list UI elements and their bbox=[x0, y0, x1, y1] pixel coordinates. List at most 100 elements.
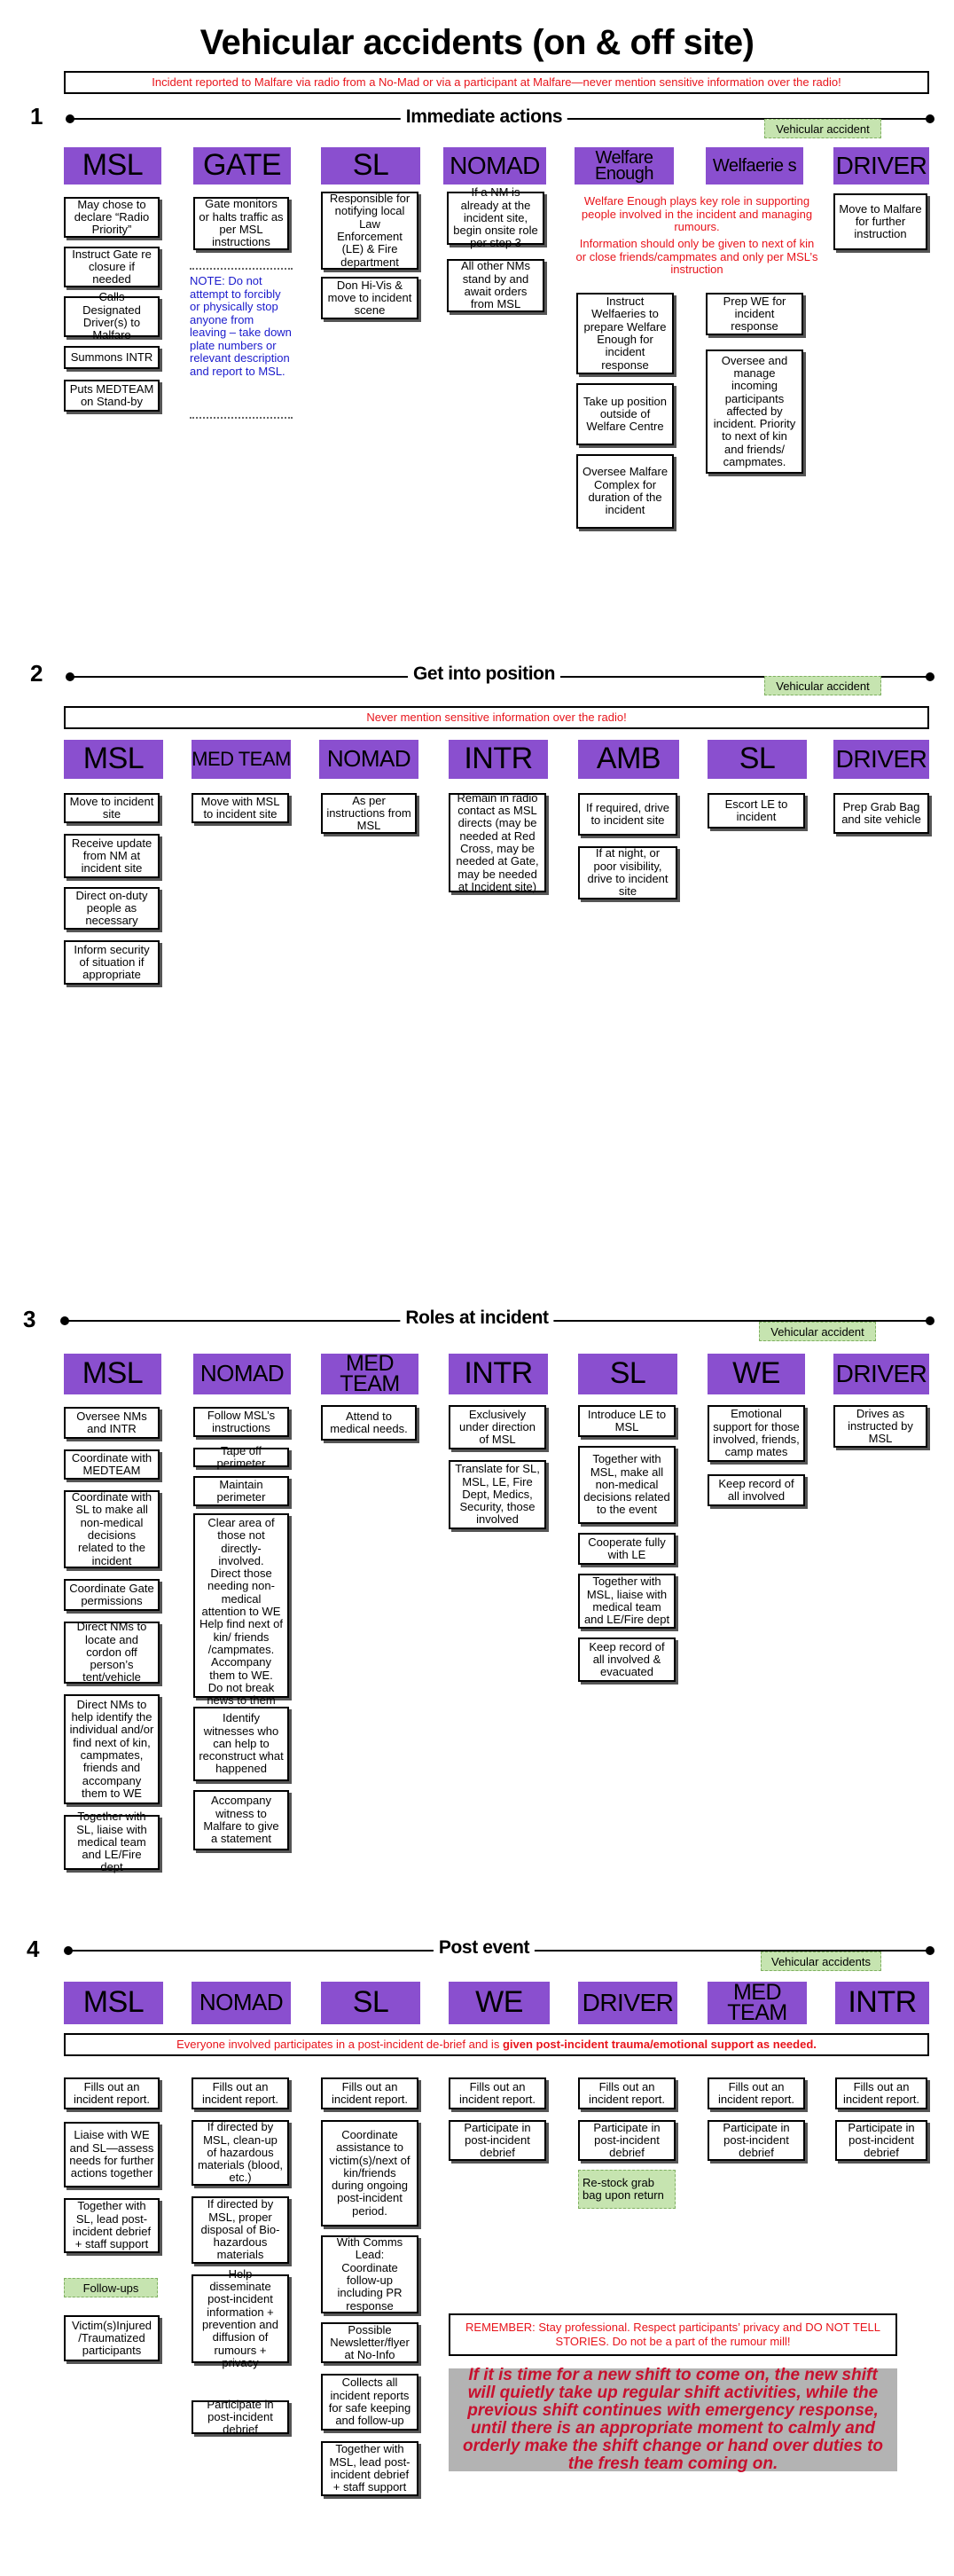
role-header-driver: DRIVER bbox=[578, 1982, 677, 2024]
task-box: Instruct Gate re closure if needed bbox=[64, 247, 160, 287]
divider-end-dot bbox=[926, 1946, 934, 1955]
role-header-we: WE bbox=[708, 1354, 805, 1394]
task-box: Attend to medical needs. bbox=[321, 1405, 417, 1441]
task-text: Help find next of kin/ friends /campmate… bbox=[199, 1617, 283, 1682]
task-box: Together with SL, lead post-incident deb… bbox=[64, 2198, 160, 2253]
role-header-msl: MSL bbox=[64, 740, 163, 779]
task-box: Follow MSL’s instructions bbox=[193, 1407, 289, 1437]
task-box: Fills out an incident report. bbox=[449, 2077, 546, 2109]
section-number: 3 bbox=[23, 1306, 36, 1332]
task-box: Together with SL, liaise with medical te… bbox=[64, 1810, 160, 1873]
task-box: Participate in post-incident debrief bbox=[708, 2120, 805, 2161]
role-header-nomad: NOMAD bbox=[319, 740, 418, 779]
incident-report-banner: Incident reported to Malfare via radio f… bbox=[64, 71, 929, 94]
task-box: Possible Newsletter/flyer at No-Info bbox=[321, 2322, 418, 2363]
task-box: Fills out an incident report. bbox=[64, 2077, 160, 2109]
role-header-intr: INTR bbox=[835, 1982, 929, 2024]
radio-warning-banner: Never mention sensitive information over… bbox=[64, 706, 929, 729]
task-box: Remain in radio contact as MSL directs (… bbox=[449, 791, 546, 893]
role-header-welfaeries: Welfaerie s bbox=[706, 147, 803, 185]
task-box: Take up position outside of Welfare Cent… bbox=[576, 383, 674, 445]
task-box: May chose to declare “Radio Priority” bbox=[64, 197, 160, 238]
debrief-banner: Everyone involved participates in a post… bbox=[64, 2033, 929, 2056]
phase-title: Immediate actions bbox=[400, 106, 568, 128]
role-header-med-team: MED TEAM bbox=[192, 740, 291, 779]
task-box: Keep record of all involved & evacuated bbox=[578, 1637, 676, 1682]
role-header-msl: MSL bbox=[64, 1354, 161, 1394]
task-box: Gate monitors or halts traffic as per MS… bbox=[193, 197, 289, 250]
task-box: Prep Grab Bag and site vehicle bbox=[833, 793, 929, 834]
task-box: Drives as instructed by MSL bbox=[833, 1405, 927, 1448]
divider-end-dot bbox=[60, 1316, 69, 1325]
role-header-driver: DRIVER bbox=[833, 1354, 929, 1394]
task-text: Clear area of those not directly-involve… bbox=[207, 1516, 275, 1567]
task-box: Together with MSL, make all non-medical … bbox=[578, 1446, 676, 1524]
task-box: Coordinate assistance to victim(s)/next … bbox=[321, 2120, 418, 2227]
task-box: Identify witnesses who can help to recon… bbox=[193, 1707, 289, 1781]
task-box: Together with MSL, liaise with medical t… bbox=[578, 1574, 676, 1629]
task-box: Participate in post-incident debrief bbox=[835, 2120, 927, 2161]
task-box: Oversee NMs and INTR bbox=[64, 1407, 160, 1439]
task-box: Move to Malfare for further instruction bbox=[833, 193, 927, 250]
task-box: Fills out an incident report. bbox=[708, 2077, 805, 2109]
task-box: Prep WE for incident response bbox=[706, 293, 803, 335]
welfare-enough-privacy-note: Information should only be given to next… bbox=[575, 237, 818, 277]
gate-note: NOTE: Do not attempt to forcibly or phys… bbox=[190, 268, 293, 419]
task-box: Keep record of all involved bbox=[708, 1474, 805, 1506]
scenario-tag: Vehicular accidents bbox=[761, 1952, 881, 1971]
task-box: Fills out an incident report. bbox=[578, 2077, 676, 2109]
divider-end-dot bbox=[64, 1946, 73, 1955]
task-box: Summons INTR bbox=[64, 346, 160, 369]
role-header-sl: SL bbox=[321, 147, 420, 185]
task-box: If a NM is already at the incident site,… bbox=[447, 186, 544, 249]
task-box: Coordinate Gate permissions bbox=[64, 1579, 160, 1611]
task-box: Don Hi-Vis & move to incident scene bbox=[321, 277, 418, 319]
section-number: 1 bbox=[30, 103, 43, 130]
task-box: Receive update from NM at incident site bbox=[64, 834, 160, 878]
section-number: 2 bbox=[30, 660, 43, 687]
task-box: Fills out an incident report. bbox=[192, 2077, 289, 2109]
task-box: Tape off perimeter bbox=[193, 1444, 289, 1470]
task-box: Oversee and manage incoming participants… bbox=[706, 349, 803, 474]
role-header-nomad: NOMAD bbox=[443, 147, 546, 185]
task-box: Help disseminate post-incident informati… bbox=[192, 2267, 289, 2369]
welfare-enough-role-note: Welfare Enough plays key role in support… bbox=[581, 194, 813, 234]
task-box: Participate in post-incident debrief bbox=[192, 2398, 289, 2436]
task-box: Liaise with WE and SL—assess needs for f… bbox=[64, 2122, 160, 2187]
task-box: Exclusively under direction of MSL bbox=[449, 1405, 546, 1449]
task-box: Maintain perimeter bbox=[193, 1476, 289, 1506]
victims-box: Victim(s)Injured /Traumatized participan… bbox=[64, 2315, 160, 2361]
task-box: Collects all incident reports for safe k… bbox=[321, 2374, 418, 2431]
task-box: Accompany witness to Malfare to give a s… bbox=[193, 1790, 289, 1850]
task-box: Together with MSL, lead post-incident de… bbox=[321, 2441, 418, 2496]
task-box: If at night, or poor visibility, drive t… bbox=[578, 846, 677, 899]
task-box: Participate in post-incident debrief bbox=[449, 2120, 546, 2161]
task-box: All other NMs stand by and await orders … bbox=[447, 259, 544, 312]
task-box: Escort LE to incident bbox=[708, 793, 805, 829]
task-box: Fills out an incident report. bbox=[321, 2077, 418, 2109]
task-text: Direct those needing non-medical attenti… bbox=[201, 1567, 281, 1619]
phase-title: Get into position bbox=[407, 664, 561, 685]
scenario-tag: Vehicular accident bbox=[764, 119, 881, 138]
role-header-driver: DRIVER bbox=[833, 147, 929, 185]
scenario-tag: Vehicular accident bbox=[764, 676, 881, 695]
task-box: Introduce LE to MSL bbox=[578, 1405, 676, 1437]
task-box: Direct NMs to locate and cordon off pers… bbox=[64, 1621, 160, 1684]
section-number: 4 bbox=[27, 1936, 40, 1962]
task-box: Calls Designated Driver(s) to Malfare bbox=[64, 291, 160, 342]
remember-note: REMEMBER: Stay professional. Respect par… bbox=[449, 2313, 897, 2356]
debrief-banner-text: Everyone involved participates in a post… bbox=[176, 2037, 503, 2051]
task-text: Do not break news to them bbox=[207, 1680, 276, 1708]
task-box: If directed by MSL, clean-up of hazardou… bbox=[192, 2120, 289, 2186]
task-box: Puts MEDTEAM on Stand-by bbox=[64, 380, 160, 412]
task-box: Fills out an incident report. bbox=[835, 2077, 927, 2109]
task-box: Translate for SL, MSL, LE, Fire Dept, Me… bbox=[449, 1460, 546, 1529]
task-box: Oversee Malfare Complex for duration of … bbox=[576, 454, 674, 529]
debrief-banner-emphasis: given post-incident trauma/emotional sup… bbox=[502, 2037, 817, 2051]
role-header-msl: MSL bbox=[64, 1982, 163, 2024]
role-header-med-team: MED TEAM bbox=[321, 1353, 418, 1395]
phase-title: Roles at incident bbox=[400, 1308, 554, 1329]
task-box: Coordinate with SL to make all non-medic… bbox=[64, 1490, 160, 1568]
role-header-welfare-enough: Welfare Enough bbox=[575, 147, 674, 185]
task-box: Coordinate with MEDTEAM bbox=[64, 1449, 160, 1480]
